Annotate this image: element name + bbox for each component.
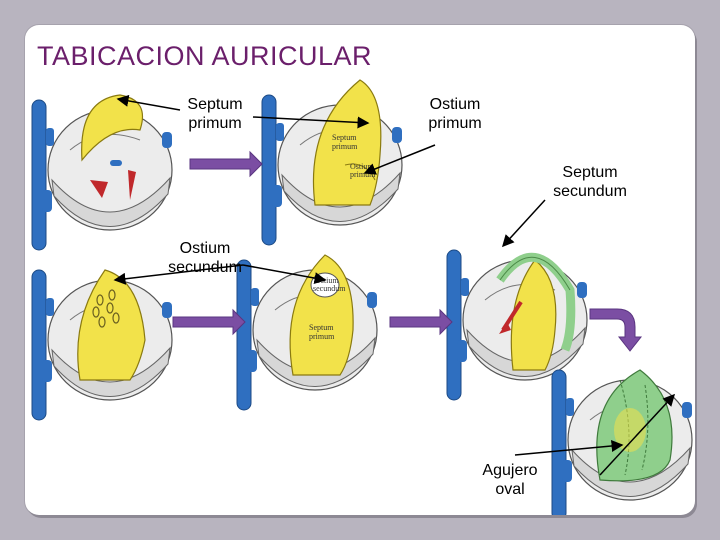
label-agujero-oval: Agujero oval (470, 461, 550, 499)
label-septum-secundum-line1: Septum (562, 164, 618, 181)
curved-down-arrow-icon (589, 308, 643, 352)
slide: TABICACION AURICULAR (25, 25, 695, 515)
heart-diagram-icon-3 (31, 269, 173, 421)
label-septum-primum-line1: Septum (187, 96, 243, 113)
inset-septum-primum-l2: primum (332, 142, 358, 151)
label-ostium-primum-line2: primum (428, 115, 482, 132)
heart-diagram-icon-6 (551, 369, 693, 515)
inset-septum-primum-b-l2: primum (309, 332, 335, 341)
inset-ostium-primum-l1: Ostium (350, 162, 374, 171)
heart-diagram-icon-4: Ostium secundum Septum primum (236, 254, 378, 411)
page-title: TABICACION AURICULAR (37, 41, 373, 71)
inset-ostium-secundum-l2: secundum (313, 284, 346, 293)
label-ostium-secundum: Ostium secundum (160, 239, 250, 277)
inset-septum-primum-l1: Septum (332, 133, 357, 142)
label-ostium-primum-line1: Ostium (429, 96, 481, 113)
label-septum-secundum: Septum secundum (540, 163, 640, 201)
label-septum-secundum-line2: secundum (553, 183, 627, 200)
right-arrow-icon-1 (189, 150, 263, 178)
label-agujero-oval-line1: Agujero (482, 462, 538, 479)
right-arrow-icon-3 (389, 308, 453, 336)
heart-diagram-icon-2: Septum primum Ostium primum (261, 79, 403, 246)
inset-ostium-secundum-l1: Ostium (315, 276, 339, 285)
diagram-art: Septum primum Ostium primum Ostium (31, 79, 693, 515)
inset-septum-primum-b-l1: Septum (309, 323, 334, 332)
right-arrow-icon-2 (172, 308, 246, 336)
pointer-lines (113, 94, 624, 456)
label-septum-primum-line2: primum (188, 115, 242, 132)
inset-ostium-primum-l2: primum (350, 170, 376, 179)
label-ostium-secundum-line1: Ostium (179, 240, 231, 257)
heart-diagram-icon-5 (446, 249, 588, 401)
label-ostium-secundum-line2: secundum (168, 259, 242, 276)
label-agujero-oval-line2: oval (495, 481, 525, 498)
label-septum-primum: Septum primum (175, 95, 255, 133)
label-ostium-primum: Ostium primum (415, 95, 495, 133)
heart-diagram-icon-1 (31, 94, 173, 251)
